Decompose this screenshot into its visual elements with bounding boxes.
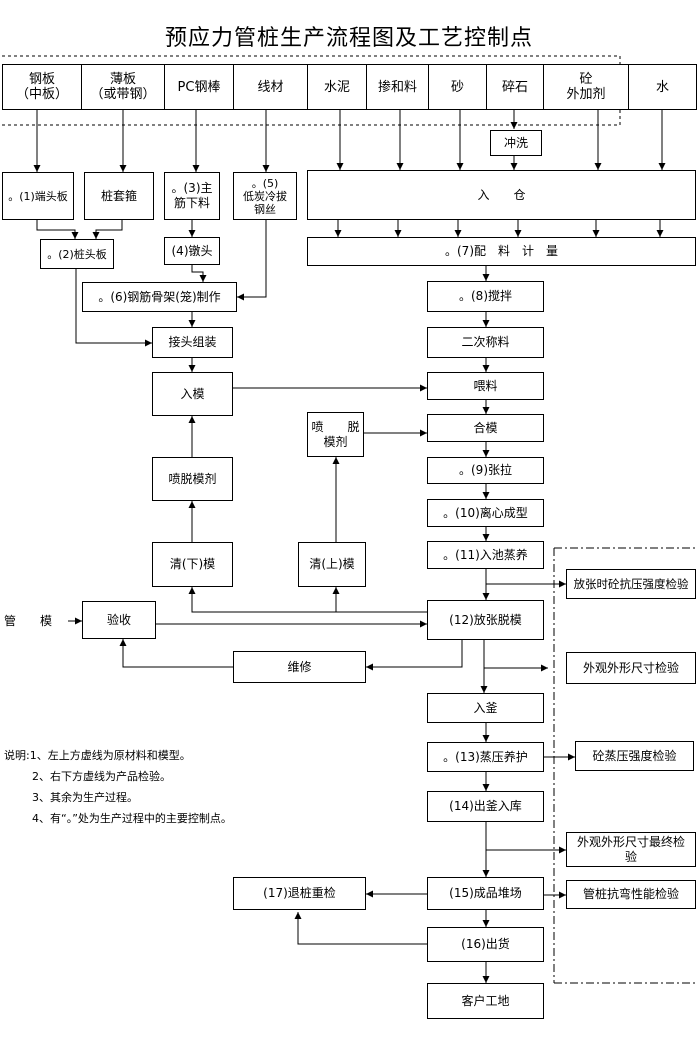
box-duntou: (4)镦头 <box>164 237 220 265</box>
raw-material-xiancai: 线材 <box>233 64 308 110</box>
raw-material-shui: 水 <box>628 64 697 110</box>
box-ditan: 。(5) 低炭冷拔 钢丝 <box>233 172 297 220</box>
box-weiliao: 喂料 <box>427 372 544 400</box>
box-pentuo-left: 喷脱模剂 <box>152 457 233 501</box>
box-hemo: 合模 <box>427 414 544 442</box>
raw-material-shuini: 水泥 <box>307 64 367 110</box>
note-line: 说明:1、左上方虚线为原材料和模型。 <box>4 749 191 762</box>
box-jietou: 接头组装 <box>152 327 233 358</box>
box-pentuo-up: 喷 脱 模剂 <box>307 412 364 457</box>
box-yanshou: 验收 <box>82 601 156 639</box>
note-line: 4、有“。”处为生产过程中的主要控制点。 <box>32 812 232 825</box>
box-tuizhuang: (17)退桩重检 <box>233 877 366 910</box>
box-chuhuo: (16)出货 <box>427 927 544 962</box>
box-chengpin: (15)成品堆场 <box>427 877 544 910</box>
box-ruchi: 。(11)入池蒸养 <box>427 541 544 569</box>
inspection-dashed-boundary <box>553 547 696 984</box>
check-bending: 管桩抗弯性能检验 <box>566 880 696 909</box>
flow-arrows <box>33 110 666 983</box>
box-ruchang: 入 仓 <box>307 170 696 220</box>
page-title: 预应力管桩生产流程图及工艺控制点 <box>164 26 533 51</box>
box-zhujin: 。(3)主 筋下料 <box>164 172 220 220</box>
note-line: 3、其余为生产过程。 <box>32 791 138 804</box>
box-zhengya: 。(13)蒸压养护 <box>427 742 544 772</box>
check-appearance: 外观外形尺寸检验 <box>566 652 696 684</box>
notes-block: 说明:1、左上方虚线为原材料和模型。 2、右下方虚线为产品检验。 3、其余为生产… <box>4 745 232 829</box>
box-zhangla: 。(9)张拉 <box>427 457 544 484</box>
label-guanmo: 管 模 <box>2 610 68 632</box>
note-line: 2、右下方虚线为产品检验。 <box>32 770 171 783</box>
box-qing-xia: 清(下)模 <box>152 542 233 587</box>
raw-material-gangban: 钢板 （中板） <box>2 64 82 110</box>
raw-material-jiaji: 砼 外加剂 <box>543 64 629 110</box>
box-chongxi: 冲洗 <box>490 130 542 156</box>
box-kehu: 客户工地 <box>427 983 544 1019</box>
box-rumo: 入模 <box>152 372 233 416</box>
check-appearance-final: 外观外形尺寸最终检 验 <box>566 832 696 867</box>
box-zhuangtaogu: 桩套箍 <box>84 172 154 220</box>
box-fangzhang: (12)放张脱模 <box>427 600 544 640</box>
raw-material-suishi: 碎石 <box>486 64 544 110</box>
box-weixiu: 维修 <box>233 651 366 683</box>
raw-material-pc: PC钢棒 <box>164 64 234 110</box>
raw-material-dashed-boundary <box>2 55 621 126</box>
box-rufu: 入釜 <box>427 693 544 723</box>
box-peiliao: 。(7)配 料 计 量 <box>307 237 696 266</box>
box-gujia: 。(6)钢筋骨架(笼)制作 <box>82 282 237 312</box>
box-erci: 二次称料 <box>427 327 544 358</box>
box-duantouban: 。(1)端头板 <box>2 172 74 220</box>
box-qing-shang: 清(上)模 <box>298 542 366 587</box>
raw-material-chanheliao: 掺和料 <box>366 64 429 110</box>
check-zhengya-strength: 砼蒸压强度检验 <box>575 741 694 771</box>
box-chufu: (14)出釜入库 <box>427 791 544 822</box>
check-fangzhang-strength: 放张时砼抗压强度检验 <box>566 569 696 599</box>
raw-material-sha: 砂 <box>428 64 487 110</box>
box-zhuangtouban: 。(2)桩头板 <box>40 239 114 269</box>
box-lixin: 。(10)离心成型 <box>427 499 544 527</box>
box-jiaoban: 。(8)搅拌 <box>427 281 544 312</box>
raw-material-baoban: 薄板 （或带钢） <box>81 64 165 110</box>
